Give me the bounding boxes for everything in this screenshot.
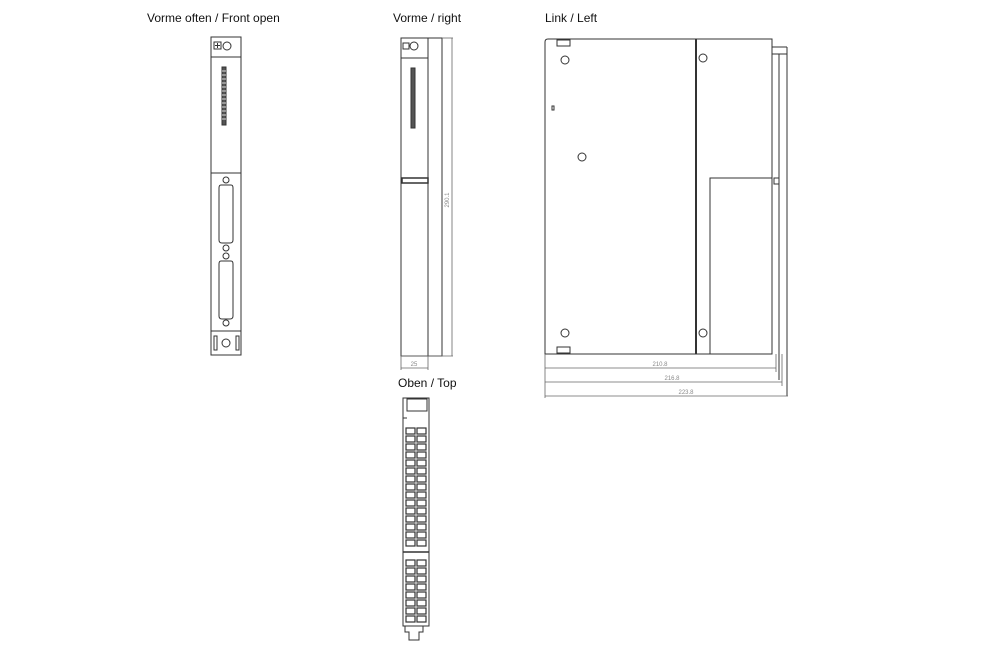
terminal-block-upper-icon xyxy=(405,427,427,547)
dim-depth-1-label: 210.8 xyxy=(652,362,668,368)
reset-button-icon xyxy=(213,41,222,50)
terminal-block-lower-icon xyxy=(405,559,427,623)
screw-icon xyxy=(698,53,708,63)
screw-icon xyxy=(577,152,587,162)
front-right-view xyxy=(400,37,453,370)
dim-depth-3-label: 223.8 xyxy=(678,390,694,396)
top-view-title: Oben / Top xyxy=(398,376,457,390)
front-open-view xyxy=(210,36,242,356)
left-view-title: Link / Left xyxy=(545,11,598,25)
sub-d-connector-2-icon xyxy=(218,252,234,327)
dim-height-label: 290.1 xyxy=(445,192,451,208)
screw-icon xyxy=(698,328,708,338)
front-right-view-title: Vorme / right xyxy=(393,11,462,25)
front-open-view-title: Vorme often / Front open xyxy=(147,11,280,25)
led-strip-icon xyxy=(221,66,227,126)
top-view xyxy=(402,397,430,641)
mode-knob-icon xyxy=(222,41,232,51)
sub-d-connector-1-icon xyxy=(218,176,234,252)
dim-width-label: 25 xyxy=(411,362,418,368)
dim-depth-2-label: 216.8 xyxy=(664,376,680,382)
left-view xyxy=(544,38,788,398)
